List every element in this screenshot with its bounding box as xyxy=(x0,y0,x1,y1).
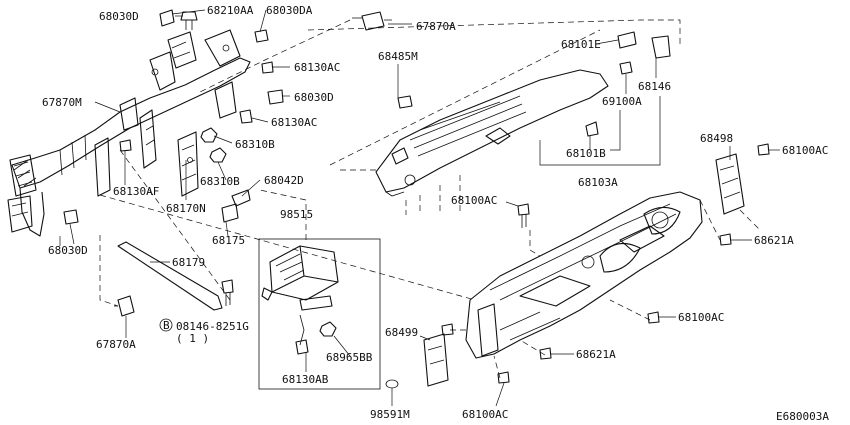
label-68175: 68175 xyxy=(212,234,245,247)
label-69100A: 69100A xyxy=(602,95,642,108)
label-68030DA: 68030DA xyxy=(266,4,313,17)
main-panel xyxy=(385,143,770,389)
label-08146-8251G: 08146-8251G xyxy=(176,320,249,333)
label-68498: 68498 xyxy=(700,132,733,145)
label-68030D-top: 68030D xyxy=(99,10,139,23)
label-68965BB: 68965BB xyxy=(326,351,373,364)
label-08146-qty: ( 1 ) xyxy=(176,332,209,345)
label-67870A-top: 67870A xyxy=(416,20,456,33)
label-68130AC-2: 68130AC xyxy=(271,116,317,129)
label-68310B-1: 68310B xyxy=(235,138,275,151)
label-68170N: 68170N xyxy=(166,202,206,215)
upper-panel xyxy=(375,31,671,197)
label-98515: 98515 xyxy=(280,208,313,221)
label-68310B-2: 68310B xyxy=(200,175,240,188)
label-67870M: 67870M xyxy=(42,96,82,109)
fasteners xyxy=(63,9,392,332)
label-68621A-r: 68621A xyxy=(754,234,794,247)
label-67870A-bot: 67870A xyxy=(96,338,136,351)
label-68030D-bot: 68030D xyxy=(48,244,88,257)
label-68146: 68146 xyxy=(638,80,671,93)
label-68499: 68499 xyxy=(385,326,418,339)
label-68130AC-1: 68130AC xyxy=(294,61,340,74)
label-68042D: 68042D xyxy=(264,174,304,187)
label-68100AC-b: 68100AC xyxy=(462,408,508,421)
airbag-box xyxy=(258,238,381,390)
label-68130AF: 68130AF xyxy=(113,185,159,198)
assembly-lines xyxy=(99,19,761,379)
part-labels: 68030D 68210AA 68030DA 67870A 68130AC 68… xyxy=(42,4,829,423)
steering-member xyxy=(7,29,251,237)
label-68179: 68179 xyxy=(172,256,205,269)
label-68101E: 68101E xyxy=(561,38,601,51)
leader-lines xyxy=(59,9,780,407)
label-68103A: 68103A xyxy=(578,176,618,189)
label-68100AC-r: 68100AC xyxy=(782,144,828,157)
label-68621A-b: 68621A xyxy=(576,348,616,361)
circled-b-letter: B xyxy=(163,319,170,332)
label-68100AC-rb: 68100AC xyxy=(678,311,724,324)
label-98591M: 98591M xyxy=(370,408,410,421)
diagram-code: E680003A xyxy=(776,410,829,423)
label-68210AA: 68210AA xyxy=(207,4,254,17)
label-68030D-mid: 68030D xyxy=(294,91,334,104)
label-68100AC-m: 68100AC xyxy=(451,194,497,207)
label-68101B: 68101B xyxy=(566,147,606,160)
label-68485M: 68485M xyxy=(378,50,418,63)
label-68130AB: 68130AB xyxy=(282,373,329,386)
